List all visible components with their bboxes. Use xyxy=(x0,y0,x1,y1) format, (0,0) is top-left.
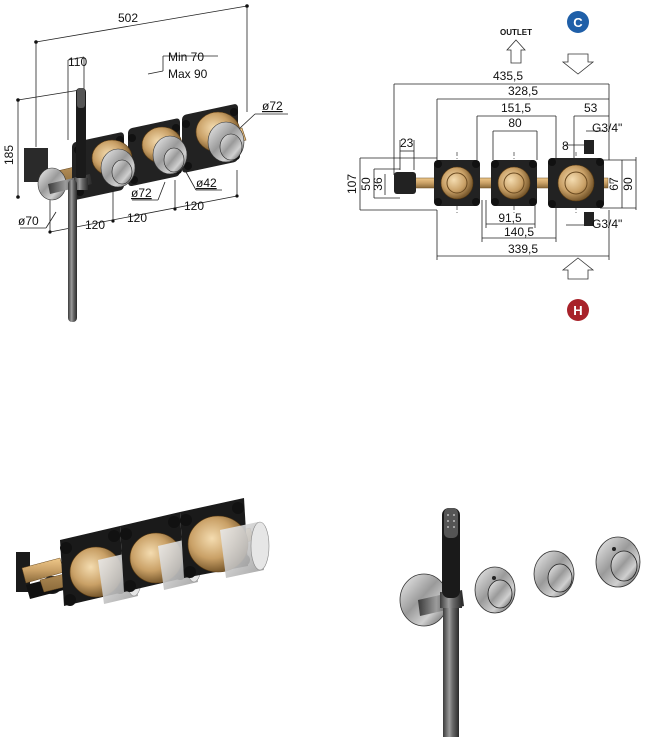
cold-badge-label: C xyxy=(573,15,583,30)
dim-spacing-1: 120 xyxy=(85,218,105,232)
dim-107: 107 xyxy=(345,174,359,194)
dim-8: 8 xyxy=(562,139,569,153)
hot-inlet-arrow-icon xyxy=(561,257,595,280)
dim-thread-bottom: G3/4" xyxy=(592,217,622,231)
hot-badge-label: H xyxy=(573,303,582,318)
iso-dimension-view: 502 110 Min 70 Max 90 185 ø70 ø72 ø72 ø4… xyxy=(2,4,288,322)
dim-rosette-mid: ø72 xyxy=(131,186,152,200)
dim-spacing-2: 120 xyxy=(127,211,147,225)
iso-dimension-labels: 502 110 Min 70 Max 90 185 ø70 ø72 ø72 ø4… xyxy=(2,11,283,232)
dim-handshower-offset: 110 xyxy=(68,55,87,69)
plan-box-2 xyxy=(491,160,537,206)
dim-depth-min: Min 70 xyxy=(168,50,204,64)
dim-339: 339,5 xyxy=(508,242,538,256)
dim-rosette-left: ø70 xyxy=(18,214,39,228)
outlet-label: OUTLET xyxy=(500,28,532,37)
outlet-arrow-icon xyxy=(506,39,526,64)
knob-3 xyxy=(219,133,243,161)
dim-90: 90 xyxy=(621,177,635,191)
render-box-3 xyxy=(180,498,270,578)
hand-shower-holder xyxy=(74,178,88,190)
plan-dimension-labels: 435,5 328,5 151,5 80 53 23 G3/4" 8 107 5… xyxy=(345,69,635,256)
plan-product-drawing xyxy=(394,140,615,226)
render-trim-3 xyxy=(595,536,641,588)
dim-80: 80 xyxy=(508,116,522,130)
knob-2 xyxy=(163,147,185,173)
dim-23: 23 xyxy=(400,136,414,150)
dim-depth-max: Max 90 xyxy=(168,67,208,81)
plan-box-3 xyxy=(548,158,604,208)
dim-thread-top: G3/4" xyxy=(592,121,622,135)
render-box-1 xyxy=(60,526,143,606)
shower-hose xyxy=(68,180,77,322)
dim-140: 140,5 xyxy=(504,225,534,239)
dim-knob: ø42 xyxy=(196,176,217,190)
iso-product-drawing xyxy=(24,88,247,322)
plan-outlet-body xyxy=(394,172,416,194)
dim-328: 328,5 xyxy=(508,84,538,98)
dim-total-width: 502 xyxy=(118,11,138,25)
dim-435: 435,5 xyxy=(493,69,523,83)
dim-67: 67 xyxy=(607,177,621,191)
knob-1 xyxy=(111,159,133,185)
plan-dimension-lines xyxy=(359,83,637,260)
dim-height: 185 xyxy=(2,145,16,165)
render-hose xyxy=(443,602,459,738)
rough-in-body-render xyxy=(16,498,270,606)
hot-badge-icon xyxy=(567,299,589,321)
plan-dimension-view: OUTLET C H xyxy=(345,11,637,321)
cold-badge-icon xyxy=(567,11,589,33)
render-trim-2 xyxy=(533,550,575,598)
finished-trim-render xyxy=(399,508,641,738)
dim-50: 50 xyxy=(359,177,373,191)
hand-shower xyxy=(76,88,86,180)
plan-box-1 xyxy=(434,160,480,206)
dim-91: 91,5 xyxy=(498,211,522,225)
iso-dimension-lines xyxy=(16,4,288,234)
dim-spacing-3: 120 xyxy=(184,199,204,213)
dim-53: 53 xyxy=(584,101,598,115)
dim-rosette-right: ø72 xyxy=(262,99,283,113)
dim-36: 36 xyxy=(371,177,385,191)
cold-inlet-arrow-icon xyxy=(561,53,595,75)
dim-151: 151,5 xyxy=(501,101,531,115)
render-trim-1 xyxy=(474,566,516,614)
